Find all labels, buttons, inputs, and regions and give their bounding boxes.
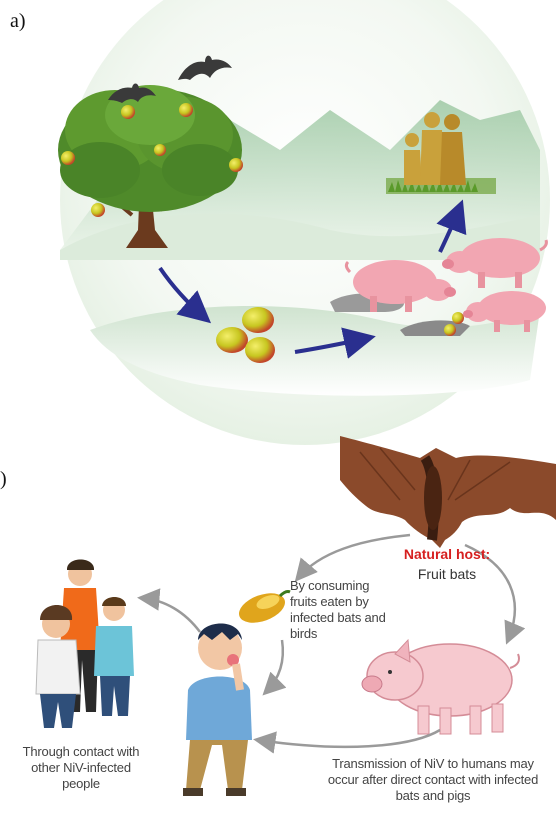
bat-icon [108,55,232,103]
panel-b-label: b) [0,468,7,490]
natural-host-title: Natural host: [403,546,491,562]
transmission-arrows-a [158,199,467,359]
caption-pig-contact: Transmission of NiV to humans may occur … [327,756,539,803]
caption-fruit-consumption: By consuming fruits eaten by infected ba… [290,578,386,641]
people-icon [386,112,496,194]
natural-host-subtitle: Fruit bats [417,566,477,582]
pig-icon [330,238,548,336]
caption-person-contact: Through contact with other NiV-infected … [22,744,140,791]
panel-a-label: a) [10,10,26,32]
fruit-tree-icon [58,85,243,248]
mango-icon [216,307,275,363]
